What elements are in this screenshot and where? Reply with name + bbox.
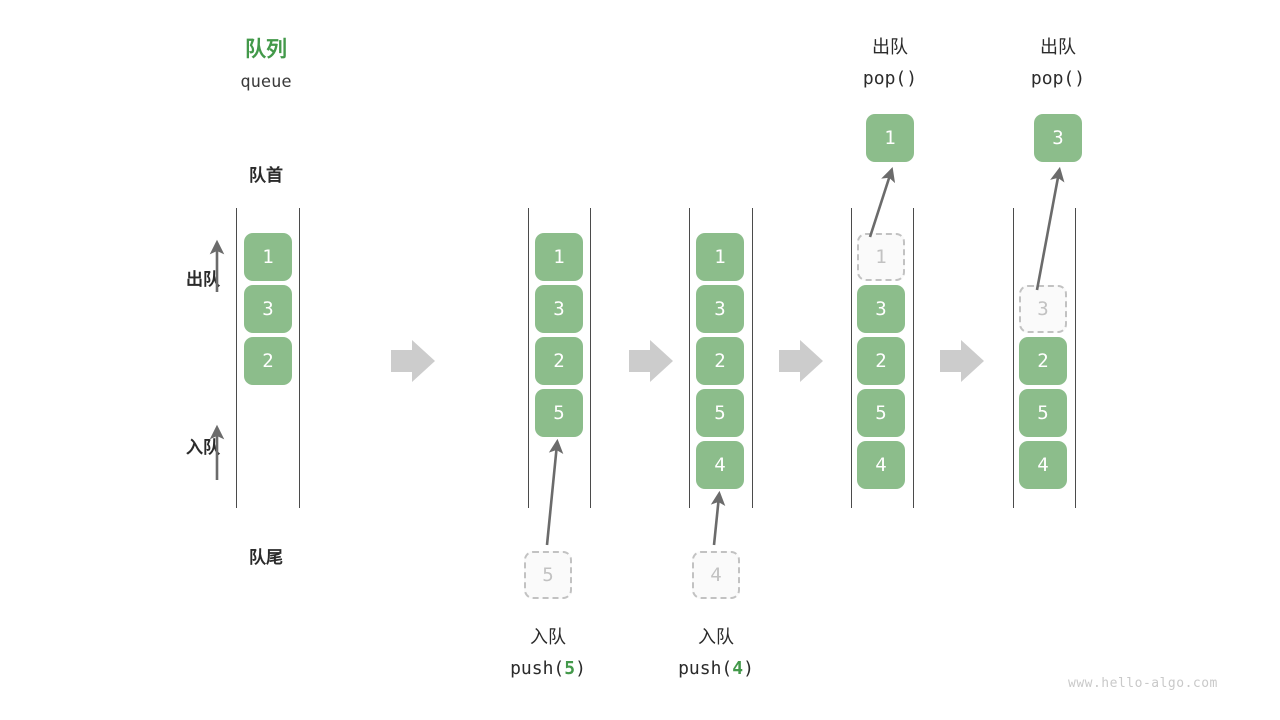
- pop-op-code: pop(): [862, 68, 918, 89]
- enqueue-direction-label: 入队: [186, 438, 220, 458]
- queue-rail-left-1: [236, 208, 237, 508]
- queue-box: 3: [857, 285, 905, 333]
- queue-rear-label: 队尾: [249, 548, 283, 568]
- queue-box: 4: [857, 441, 905, 489]
- popped-box: 3: [1034, 114, 1082, 162]
- push-op-label-cn: 入队: [530, 627, 566, 648]
- queue-rail-right-3: [752, 208, 753, 508]
- queue-box: 3: [244, 285, 292, 333]
- queue-box: 1: [244, 233, 292, 281]
- queue-title-en: queue: [240, 72, 292, 92]
- queue-ghost-box: 3: [1019, 285, 1067, 333]
- pop-op-code: pop(): [1030, 68, 1086, 89]
- pop-op-label-cn: 出队: [872, 37, 908, 58]
- pop-arrow-1-icon: [868, 167, 896, 238]
- pop-arrow-3-icon: [1035, 166, 1065, 291]
- step-separator-arrow-right-icon: [940, 340, 984, 382]
- queue-box: 1: [696, 233, 744, 281]
- push-code-suffix: ): [575, 658, 586, 679]
- push-op-code: push(4): [636, 658, 796, 679]
- queue-box: 3: [535, 285, 583, 333]
- queue-rail-left-4: [851, 208, 852, 508]
- push-code-suffix: ): [743, 658, 754, 679]
- queue-box: 4: [696, 441, 744, 489]
- queue-box: 2: [535, 337, 583, 385]
- push-code-value: 4: [732, 658, 744, 679]
- queue-rail-left-5: [1013, 208, 1014, 508]
- queue-rail-right-4: [913, 208, 914, 508]
- queue-rail-right-5: [1075, 208, 1076, 508]
- push-code-prefix: push(: [510, 658, 565, 679]
- queue-box: 2: [696, 337, 744, 385]
- push-op-code: push(5): [468, 658, 628, 679]
- step-separator-arrow-right-icon: [779, 340, 823, 382]
- push-op-label-cn: 入队: [698, 627, 734, 648]
- queue-box: 4: [1019, 441, 1067, 489]
- queue-rail-right-2: [590, 208, 591, 508]
- queue-box: 5: [535, 389, 583, 437]
- queue-front-label: 队首: [249, 166, 283, 186]
- queue-box: 3: [696, 285, 744, 333]
- queue-rail-right-1: [299, 208, 300, 508]
- incoming-ghost-box: 4: [692, 551, 740, 599]
- incoming-ghost-box: 5: [524, 551, 572, 599]
- queue-box: 2: [857, 337, 905, 385]
- push-arrow-5-icon: [545, 438, 564, 546]
- queue-ghost-box: 1: [857, 233, 905, 281]
- push-arrow-4-icon: [710, 490, 726, 546]
- queue-rail-left-3: [689, 208, 690, 508]
- push-code-prefix: push(: [678, 658, 733, 679]
- watermark: www.hello-algo.com: [1068, 676, 1218, 691]
- queue-box: 5: [1019, 389, 1067, 437]
- queue-title-cn: 队列: [245, 37, 287, 61]
- dequeue-direction-label: 出队: [186, 270, 220, 290]
- queue-box: 5: [696, 389, 744, 437]
- popped-box: 1: [866, 114, 914, 162]
- queue-box: 2: [244, 337, 292, 385]
- push-code-value: 5: [564, 658, 576, 679]
- step-separator-arrow-right-icon: [391, 340, 435, 382]
- queue-box: 5: [857, 389, 905, 437]
- pop-op-label-cn: 出队: [1040, 37, 1076, 58]
- queue-rail-left-2: [528, 208, 529, 508]
- queue-box: 2: [1019, 337, 1067, 385]
- step-separator-arrow-right-icon: [629, 340, 673, 382]
- queue-box: 1: [535, 233, 583, 281]
